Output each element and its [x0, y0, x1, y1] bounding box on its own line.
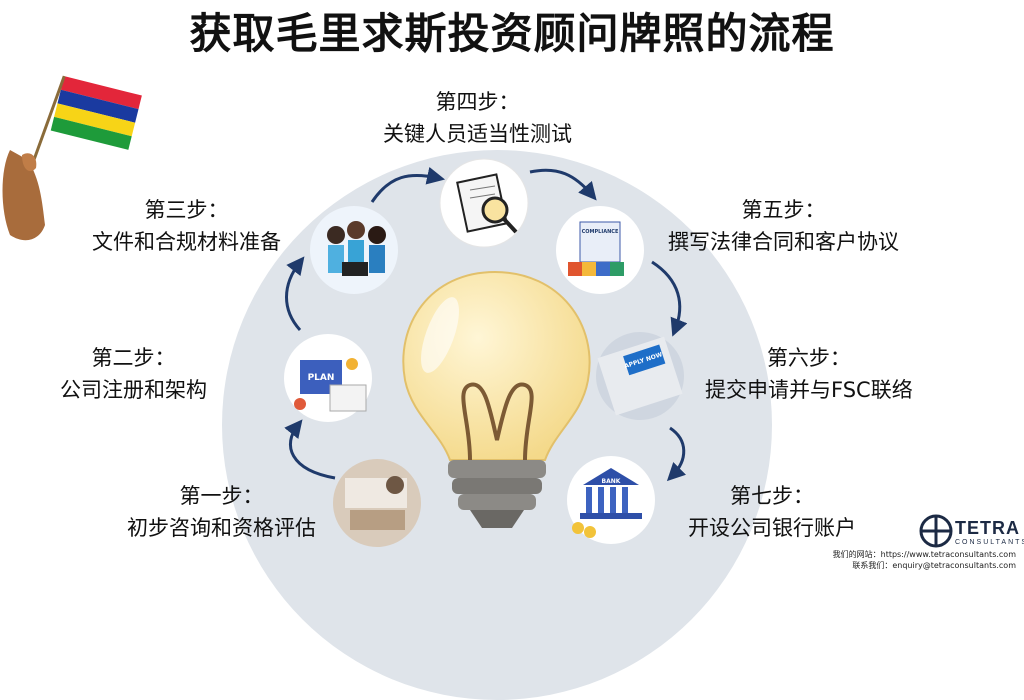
- step-7-icon: BANK: [567, 456, 655, 544]
- step-5-text: 第五步： 撰写法律合同和客户协议: [668, 194, 899, 258]
- flow-arrows: [284, 166, 688, 482]
- step-5-icon: COMPLIANCE: [556, 206, 644, 294]
- step-4-icon: [439, 158, 529, 248]
- step-label: 提交申请并与FSC联络: [705, 378, 913, 402]
- step-heading: 第四步：: [435, 90, 520, 114]
- step-label: 开设公司银行账户: [688, 516, 856, 540]
- light-bulb-icon: [402, 270, 591, 528]
- step-3-text: 第三步： 文件和合规材料准备: [92, 194, 281, 258]
- step-label: 关键人员适当性测试: [383, 122, 572, 146]
- step-2-text: 第二步： 公司注册和架构: [60, 342, 207, 406]
- step-heading: 第二步：: [91, 346, 176, 370]
- bank-text: BANK: [602, 478, 621, 485]
- mauritius-flag-icon: [2, 75, 142, 241]
- step-label: 文件和合规材料准备: [92, 230, 281, 254]
- step-2-icon: PLAN: [284, 334, 372, 422]
- step-label: 初步咨询和资格评估: [127, 516, 316, 540]
- step-heading: 第一步：: [179, 484, 264, 508]
- step-heading: 第七步：: [730, 484, 814, 508]
- page-title: 获取毛里求斯投资顾问牌照的流程: [189, 9, 835, 58]
- compliance-text: COMPLIANCE: [582, 229, 619, 235]
- step-1-icon: [333, 459, 421, 547]
- step-4-text: 第四步： 关键人员适当性测试: [383, 86, 572, 150]
- step-label: 撰写法律合同和客户协议: [668, 230, 899, 254]
- step-6-text: 第六步： 提交申请并与FSC联络: [705, 342, 913, 406]
- step-heading: 第三步：: [144, 198, 229, 222]
- plan-text: PLAN: [308, 373, 335, 383]
- step-label: 公司注册和架构: [60, 378, 207, 402]
- tetra-logo-text: TETRA CONSULTANTS: [955, 518, 1024, 547]
- footer-website: 我们的网站：https://www.tetraconsultants.com: [832, 550, 1016, 559]
- logo-name: TETRA: [955, 518, 1020, 538]
- process-diagram: PLAN COMPLIANCE APPLY NOW: [2, 75, 953, 548]
- step-3-icon: [310, 206, 398, 294]
- step-heading: 第六步：: [766, 346, 851, 370]
- step-7-text: 第七步： 开设公司银行账户: [688, 480, 856, 544]
- logo-sub: CONSULTANTS: [955, 539, 1024, 546]
- step-6-icon: APPLY NOW: [596, 332, 684, 420]
- step-heading: 第五步：: [741, 198, 826, 222]
- tetra-logo-icon: [919, 514, 953, 548]
- step-1-text: 第一步： 初步咨询和资格评估: [127, 480, 316, 544]
- footer-contact: 联系我们：enquiry@tetraconsultants.com: [852, 561, 1016, 570]
